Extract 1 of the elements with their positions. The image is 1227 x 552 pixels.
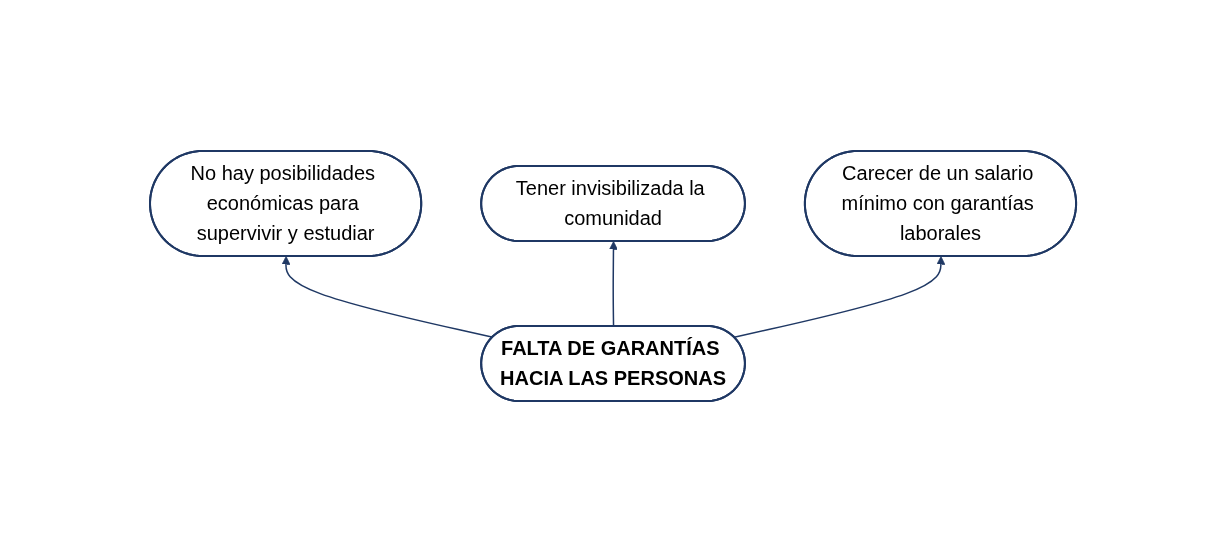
arrow bbox=[733, 256, 946, 338]
